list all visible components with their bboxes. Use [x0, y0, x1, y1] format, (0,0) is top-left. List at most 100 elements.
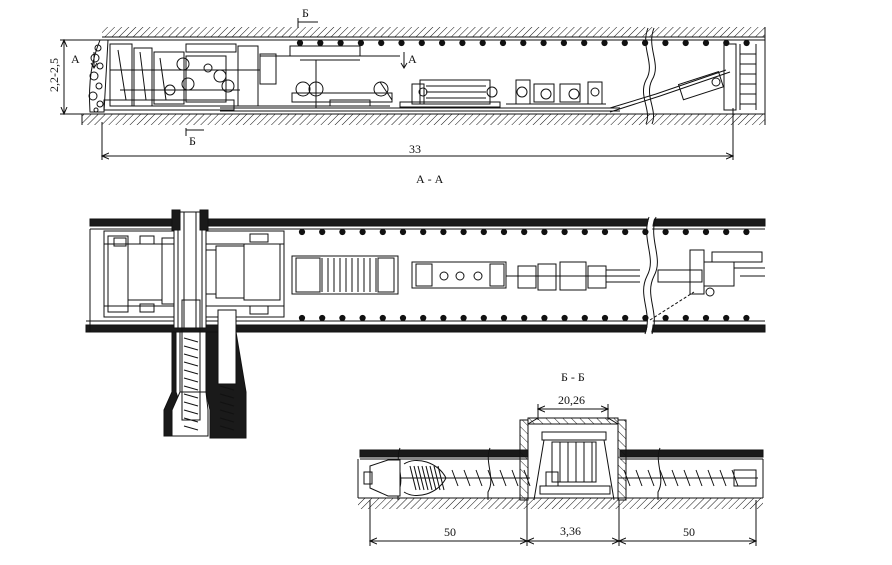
coal-face-rubble	[88, 39, 109, 113]
bolt-mark	[560, 39, 568, 47]
auger-flight	[183, 401, 199, 407]
auger-flight	[499, 469, 507, 487]
auger-flight	[719, 469, 727, 487]
auger-flight	[183, 409, 199, 415]
bolt-mark	[460, 228, 467, 236]
roof-bolt-row	[296, 39, 750, 47]
bolt-mark	[540, 39, 547, 47]
loading-ramp	[609, 43, 757, 113]
bb-dimensions	[370, 404, 756, 546]
bolt-mark	[601, 314, 609, 322]
bolt-mark	[379, 314, 386, 322]
section-markers-top	[90, 18, 408, 136]
right-span-dim-label: 50	[683, 525, 695, 539]
section-view-bb	[357, 417, 764, 509]
auger-flight	[647, 469, 655, 487]
section-mark-b-bottom: Б	[189, 134, 196, 148]
bolt-mark	[520, 39, 527, 47]
bolt-mark	[662, 39, 669, 47]
vertical-shaft-section	[163, 299, 247, 439]
bolt-mark	[319, 314, 326, 322]
bolt-mark	[499, 39, 507, 47]
bolt-mark	[622, 314, 629, 322]
bolt-mark	[298, 314, 306, 322]
bolt-mark	[662, 314, 669, 322]
conveyor-line	[220, 45, 620, 112]
bolt-mark	[440, 228, 447, 236]
bolt-mark	[702, 228, 710, 236]
bolt-mark	[702, 314, 710, 322]
auger-flight	[695, 469, 703, 487]
auger-flight	[219, 385, 235, 391]
bolt-mark	[357, 39, 364, 47]
bolt-mark	[398, 39, 405, 47]
bolt-mark	[317, 39, 324, 47]
cutter-tooth	[433, 465, 441, 491]
bolt-mark	[702, 39, 710, 47]
cutter-tooth	[413, 465, 421, 491]
bolt-mark	[723, 228, 730, 236]
bolt-mark	[399, 228, 407, 236]
section-mark-a-left: А	[71, 52, 80, 66]
bolt-mark	[296, 39, 304, 47]
auger-flight	[623, 469, 631, 487]
bolt-mark	[339, 228, 346, 236]
auger-flight	[635, 469, 643, 487]
auger-flight	[523, 469, 531, 487]
plan-bolt-row-top	[298, 228, 750, 236]
bolt-mark	[601, 39, 608, 47]
bolt-mark	[581, 39, 588, 47]
length-dim-label: 33	[409, 142, 421, 156]
length-dimension	[102, 108, 733, 160]
bolt-mark	[541, 228, 548, 236]
width-dim-label: 20,26	[558, 393, 585, 407]
auger-flight	[671, 469, 679, 487]
bolt-mark	[581, 314, 588, 322]
auger-flight	[183, 345, 199, 351]
auger-flight	[731, 469, 739, 487]
auger-flight	[219, 417, 235, 423]
bolt-mark	[500, 314, 508, 322]
bolt-mark	[420, 314, 427, 322]
left-span-dim-label: 50	[444, 525, 456, 539]
bolt-mark	[642, 39, 649, 47]
bolt-mark	[743, 228, 750, 236]
section-mark-a-right: А	[408, 52, 417, 66]
bolt-mark	[339, 314, 346, 322]
bolt-mark	[439, 39, 446, 47]
bolt-mark	[743, 314, 750, 322]
bolt-mark	[541, 314, 548, 322]
bolt-mark	[319, 228, 326, 236]
bolt-mark	[500, 228, 508, 236]
bolt-mark	[521, 228, 528, 236]
height-dim-label: 2,2-2,5	[47, 58, 61, 92]
bolt-mark	[480, 228, 487, 236]
bolt-mark	[399, 314, 407, 322]
bolt-mark	[642, 228, 649, 236]
auger-flight	[451, 469, 459, 487]
bolt-mark	[682, 228, 689, 236]
bolt-mark	[581, 228, 588, 236]
cutter-tooth	[429, 465, 437, 491]
auger-flight	[463, 469, 471, 487]
bolt-mark	[418, 39, 425, 47]
auger-flight	[183, 385, 199, 391]
section-mark-b-top: Б	[302, 6, 309, 20]
auger-flight	[707, 469, 715, 487]
side-elevation-view	[81, 27, 766, 125]
view-aa-title: А - А	[416, 172, 444, 186]
bolt-mark	[359, 228, 366, 236]
auger-flight	[219, 425, 235, 431]
plan-bolt-row-bottom	[298, 314, 750, 322]
bolt-mark	[460, 314, 467, 322]
cutter-tooth	[437, 465, 445, 491]
cutter-tooth	[409, 465, 417, 491]
auger-flight	[219, 393, 235, 399]
bolt-mark	[621, 39, 628, 47]
bolt-mark	[743, 39, 750, 47]
auger-flight	[183, 393, 199, 399]
bolt-mark	[479, 39, 486, 47]
bolt-mark	[440, 314, 447, 322]
bolt-mark	[459, 39, 466, 47]
